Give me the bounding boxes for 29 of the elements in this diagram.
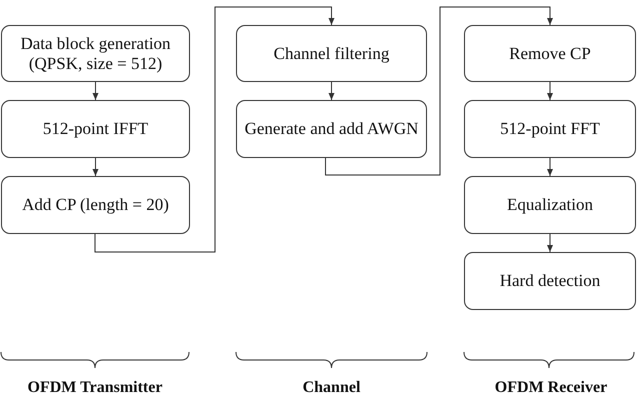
process-box xyxy=(464,25,636,82)
section-title: OFDM Transmitter xyxy=(28,378,162,398)
box-label: Equalization xyxy=(507,195,593,215)
box-label: 512-point IFFT xyxy=(42,119,148,139)
section-title: OFDM Receiver xyxy=(494,378,608,398)
arrow xyxy=(547,234,553,252)
arrow xyxy=(547,158,553,176)
process-box xyxy=(236,25,427,82)
box-label: Add CP (length = 20) xyxy=(22,195,169,215)
process-box xyxy=(236,100,427,158)
process-box xyxy=(1,176,190,234)
process-box xyxy=(464,252,636,310)
box-label: 512-point FFT xyxy=(500,119,600,139)
box-label: Channel filtering xyxy=(274,44,390,64)
box-label: Remove CP xyxy=(509,44,591,64)
box-label: Generate and add AWGN xyxy=(244,119,418,139)
process-box xyxy=(464,176,636,234)
arrow xyxy=(325,6,553,176)
process-box xyxy=(1,25,190,82)
section-title: Channel xyxy=(302,378,360,398)
arrow xyxy=(92,158,98,176)
arrow xyxy=(547,82,553,100)
box-label: Hard detection xyxy=(500,271,600,291)
process-box xyxy=(464,100,636,158)
box-label: Data block generation (QPSK, size = 512) xyxy=(19,34,172,74)
arrow xyxy=(92,82,98,100)
process-box xyxy=(1,100,190,158)
arrow xyxy=(328,82,334,100)
arrow xyxy=(94,6,334,252)
